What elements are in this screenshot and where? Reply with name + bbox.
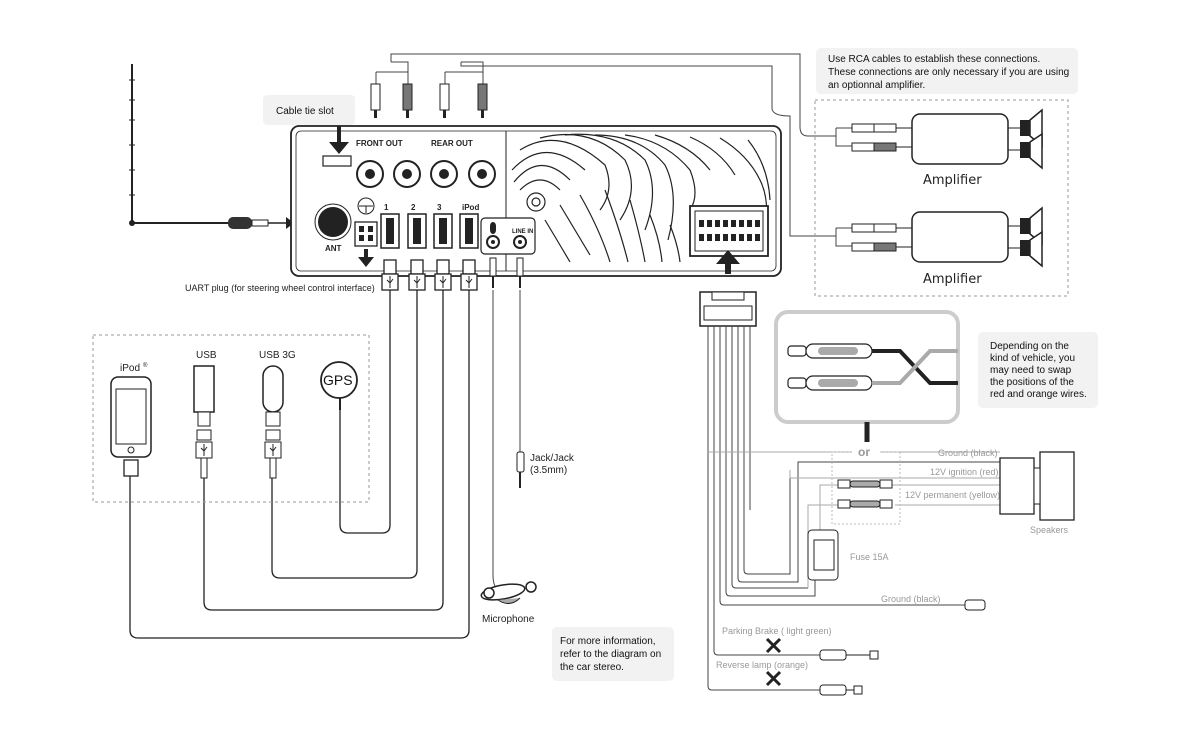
svg-text:Ground (black): Ground (black) (938, 448, 998, 458)
svg-text:GPS: GPS (323, 372, 353, 388)
svg-text:2: 2 (411, 203, 416, 212)
svg-text:Reverse lamp (orange): Reverse lamp (orange) (716, 660, 808, 670)
svg-text:Fuse 15A: Fuse 15A (850, 552, 889, 562)
usb3g-dongle: USB 3G (259, 350, 296, 479)
iso-pin (747, 234, 752, 241)
jack-plugs (489, 257, 524, 288)
cable-tie-note: Cable tie slot (263, 95, 355, 125)
jack-jack-cable: Jack/Jack (3.5mm) (516, 451, 575, 488)
iso-pin (739, 234, 744, 241)
svg-text:Depending on the: Depending on the (990, 341, 1069, 352)
iso-pin (715, 234, 720, 241)
iso-pin (723, 220, 728, 227)
svg-text:kind of vehicle, you: kind of vehicle, you (990, 353, 1075, 364)
iso-pin (755, 220, 760, 227)
svg-text:refer to the diagram on: refer to the diagram on (560, 649, 661, 660)
svg-text:Microphone: Microphone (482, 614, 535, 625)
svg-text:LINE IN: LINE IN (512, 229, 533, 235)
svg-text:USB 3G: USB 3G (259, 350, 296, 361)
iso-pin (723, 234, 728, 241)
svg-text:Jack/Jack: Jack/Jack (530, 453, 575, 464)
svg-text:Cable tie slot: Cable tie slot (276, 106, 334, 117)
swap-note: Depending on the kind of vehicle, you ma… (978, 332, 1098, 408)
svg-text:an optionnal amplifier.: an optionnal amplifier. (828, 80, 925, 91)
svg-text:1: 1 (384, 203, 389, 212)
rear-out-label: REAR OUT (431, 139, 473, 148)
ant-label: ANT (325, 244, 342, 253)
amplifier-1: Amplifier (835, 108, 1043, 188)
svg-text:12V ignition (red): 12V ignition (red) (930, 467, 999, 477)
wiring-harness: Fuse 15A Speakers Ground (black) 12V ign… (699, 291, 1075, 696)
usb-symbols (386, 276, 473, 288)
microphone: Microphone (480, 581, 537, 625)
svg-text:the car stereo.: the car stereo. (560, 662, 624, 673)
swap-detail: or (774, 310, 960, 459)
iso-pin (699, 220, 704, 227)
uart-label: UART plug (for steering wheel control in… (185, 283, 375, 293)
svg-text:or: or (858, 445, 870, 459)
amplifier-2: Amplifier (835, 206, 1043, 287)
svg-text:Parking Brake ( light green): Parking Brake ( light green) (722, 626, 832, 636)
iso-pin (707, 234, 712, 241)
ipod-device: iPod ® (110, 362, 152, 477)
iso-pin (699, 234, 704, 241)
iso-pin (707, 220, 712, 227)
svg-text:For more information,: For more information, (560, 636, 656, 647)
svg-text:3: 3 (437, 203, 442, 212)
devices-area (92, 334, 370, 503)
rca-cables (370, 53, 836, 237)
svg-text:iPod: iPod (120, 363, 140, 374)
svg-text:Use RCA cables to establish th: Use RCA cables to establish these connec… (828, 54, 1040, 65)
svg-text:Speakers: Speakers (1030, 525, 1069, 535)
peripheral-cables (129, 290, 521, 639)
iso-pin (747, 220, 752, 227)
info-note: For more information, refer to the diagr… (552, 627, 674, 681)
head-unit: FRONT OUT REAR OUT ANT 1 2 3 iPod (290, 125, 782, 277)
svg-text:may need to swap: may need to swap (990, 365, 1072, 376)
amplifier-area (814, 99, 1069, 297)
iso-pin (715, 220, 720, 227)
svg-text:12V permanent (yellow): 12V permanent (yellow) (905, 490, 1000, 500)
heatsink (511, 133, 771, 263)
iso-pin (731, 220, 736, 227)
svg-text:(3.5mm): (3.5mm) (530, 465, 567, 476)
rca-outputs (356, 160, 496, 188)
svg-text:red and orange wires.: red and orange wires. (990, 389, 1087, 400)
svg-text:Amplifier: Amplifier (923, 272, 982, 287)
svg-text:iPod: iPod (462, 203, 479, 212)
antenna (129, 64, 294, 229)
iso-pin (739, 220, 744, 227)
front-out-label: FRONT OUT (356, 139, 403, 148)
svg-text:Amplifier: Amplifier (923, 173, 982, 188)
gps-antenna: GPS (320, 361, 358, 410)
svg-text:Ground (black): Ground (black) (881, 594, 941, 604)
iso-pin (731, 234, 736, 241)
usb-stick: USB (193, 350, 217, 479)
svg-text:These connections are only nec: These connections are only necessary if … (828, 67, 1069, 78)
rca-note: Use RCA cables to establish these connec… (816, 48, 1078, 94)
svg-text:USB: USB (196, 350, 217, 361)
svg-text:®: ® (143, 362, 148, 369)
iso-pin (755, 234, 760, 241)
svg-text:the positions of the: the positions of the (990, 377, 1074, 388)
